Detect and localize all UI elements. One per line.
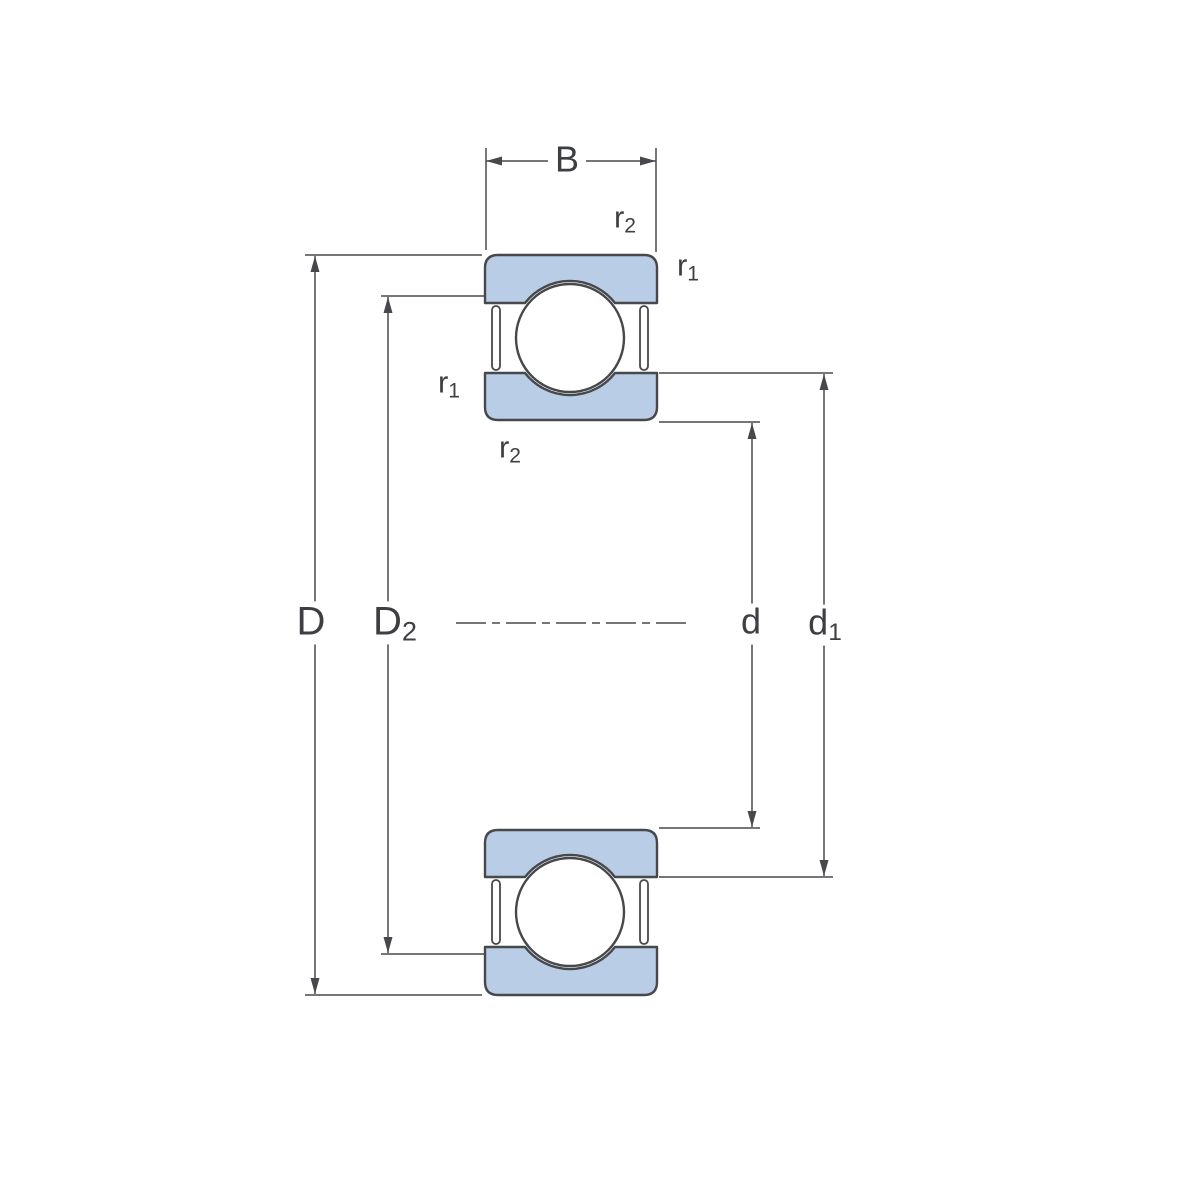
shield-left-top bbox=[491, 305, 501, 371]
outer-ring-top bbox=[483, 253, 659, 305]
d-outer-arrow-top bbox=[310, 256, 320, 272]
d-bore-arrow-top bbox=[747, 423, 757, 439]
dim-label-r1-mid-sub: 1 bbox=[448, 379, 461, 403]
dim-label-r1-top-base: r bbox=[676, 247, 688, 283]
dim-label-shoulder-diameter-d1: d1 bbox=[801, 601, 849, 646]
b-arrow-right bbox=[640, 156, 656, 166]
dim-label-width-B: B bbox=[547, 138, 587, 183]
dim-label-outer-diameter-D-base: D bbox=[296, 599, 326, 644]
dim-label-bore-diameter-d: d bbox=[733, 600, 769, 645]
dim-label-r2-top: r2 bbox=[614, 202, 636, 237]
dim-label-r1-mid-base: r bbox=[437, 364, 449, 400]
dim-label-r2-mid: r2 bbox=[499, 432, 521, 467]
dim-label-outer-diameter-D: D bbox=[289, 599, 333, 645]
d-bore-arrow-bottom bbox=[747, 811, 757, 827]
dim-label-recess-diameter-D2: D2 bbox=[365, 599, 425, 647]
d-outer-arrow-bottom bbox=[310, 978, 320, 994]
dim-label-r1-top: r1 bbox=[677, 250, 699, 285]
dim-label-r2-mid-sub: 2 bbox=[509, 444, 522, 468]
dim-label-recess-diameter-D2-base: D bbox=[372, 599, 402, 644]
bearing-bottom-section bbox=[483, 828, 659, 997]
dim-label-bore-diameter-d-base: d bbox=[740, 600, 762, 642]
d2-arrow-top bbox=[383, 297, 393, 313]
dim-label-shoulder-diameter-d1-sub: 1 bbox=[828, 618, 842, 646]
dim-label-shoulder-diameter-d1-base: d bbox=[808, 601, 829, 643]
d1-arrow-top bbox=[819, 374, 829, 390]
dim-label-r2-top-sub: 2 bbox=[624, 214, 637, 238]
bearing-top-section bbox=[483, 253, 659, 422]
d1-arrow-bottom bbox=[819, 860, 829, 876]
dim-label-width-B-base: B bbox=[554, 138, 580, 180]
b-arrow-left bbox=[486, 156, 502, 166]
dim-label-r1-mid: r1 bbox=[438, 367, 460, 402]
inner-ring-top bbox=[483, 371, 659, 422]
inner-ring-bottom bbox=[483, 828, 659, 879]
dim-label-r2-mid-base: r bbox=[498, 429, 510, 465]
d2-arrow-bottom bbox=[383, 937, 393, 953]
dim-label-recess-diameter-D2-sub: 2 bbox=[401, 615, 418, 647]
shield-left-bottom bbox=[491, 879, 501, 945]
ball-top bbox=[514, 282, 626, 394]
ball-bottom bbox=[514, 856, 626, 968]
outer-ring-bottom bbox=[483, 945, 659, 997]
dim-label-r1-top-sub: 1 bbox=[687, 262, 700, 286]
shoulder-diameter-dimension bbox=[659, 372, 833, 878]
dim-label-r2-top-base: r bbox=[613, 199, 625, 235]
shield-right-top bbox=[639, 305, 649, 371]
shield-right-bottom bbox=[639, 879, 649, 945]
